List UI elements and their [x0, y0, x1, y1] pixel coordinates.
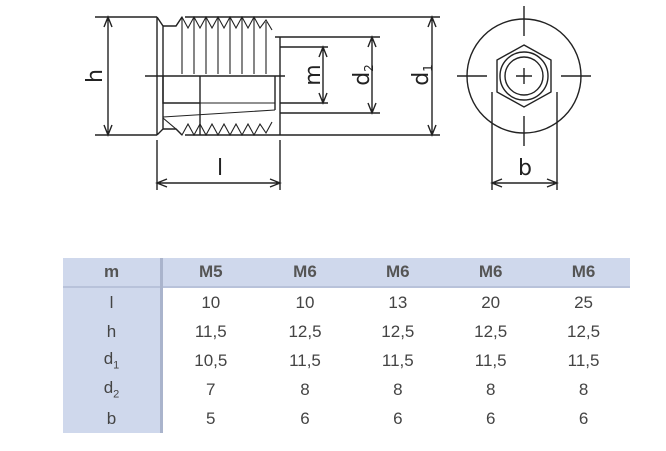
table-cell: 10,5	[194, 350, 228, 370]
d1-dimension	[427, 15, 437, 137]
table-cell: 11,5	[474, 350, 507, 370]
header-label: m	[63, 258, 163, 288]
row-label-text: h	[106, 321, 117, 341]
row-label: d1	[63, 346, 163, 375]
label-d2: d2	[350, 64, 376, 86]
table-cell: 7	[206, 379, 216, 399]
table-cell: 25	[574, 292, 593, 312]
table-cell: 12,5	[474, 321, 508, 341]
header-cell: M6	[351, 258, 445, 288]
table-cell: 8	[300, 379, 310, 399]
table-cell: 12,5	[288, 321, 322, 341]
label-l: l	[217, 156, 223, 181]
table-cell: 20	[481, 292, 501, 312]
table-cell: 8	[393, 379, 403, 399]
row-label-text: d	[103, 378, 114, 398]
table-row: d2 7 8 8 8 8	[63, 375, 630, 404]
table-cell: 11,5	[567, 350, 600, 370]
label-h: h	[83, 69, 108, 83]
row-label: b	[63, 404, 163, 433]
row-label: d2	[63, 375, 163, 404]
header-cell: M6	[444, 258, 538, 288]
table-cell: 12,5	[381, 321, 415, 341]
label-m: m	[301, 64, 326, 85]
table-row: h 11,5 12,5 12,5 12,5 12,5	[63, 317, 630, 346]
front-view	[457, 6, 591, 190]
table-row: d1 10,5 11,5 11,5 11,5 11,5	[63, 346, 630, 375]
m-dimension	[318, 45, 328, 105]
h-dimension	[103, 15, 113, 137]
header-cell: M6	[258, 258, 352, 288]
d2-dimension	[367, 35, 377, 115]
label-d1: d1	[409, 64, 435, 86]
table-cell: 6	[300, 408, 310, 428]
label-b: b	[518, 156, 532, 181]
row-label-subscript: 1	[113, 359, 120, 372]
row-label: l	[63, 287, 163, 317]
row-label-text: b	[106, 408, 117, 428]
header-cell: M5	[161, 258, 259, 288]
table-cell: 6	[485, 408, 496, 428]
table-cell: 6	[393, 408, 403, 428]
row-label-text: d	[103, 349, 114, 369]
thread-teeth	[162, 15, 276, 137]
table-cell: 8	[485, 379, 496, 399]
header-cell: M6	[537, 258, 630, 288]
table-cell: 11,5	[381, 350, 414, 370]
table-cell: 5	[206, 408, 216, 428]
threaded-insert-drawing: h l m d2 d1 b	[83, 6, 591, 190]
table-row: l 10 10 13 20 25	[63, 287, 630, 317]
table-cell: 13	[388, 292, 408, 312]
table-cell: 11,5	[194, 321, 227, 341]
table-cell: 10	[201, 292, 221, 312]
table-cell: 12,5	[567, 321, 601, 341]
row-label-text: l	[109, 292, 114, 312]
row-label-subscript: 2	[113, 388, 120, 401]
table-cell: 11,5	[289, 350, 321, 370]
table-cell: 10	[295, 292, 315, 312]
table-cell: 8	[578, 379, 589, 399]
table-row: b 5 6 6 6 6	[63, 404, 630, 433]
row-label: h	[63, 317, 163, 346]
b-dimension	[490, 92, 559, 190]
table-cell: 6	[578, 408, 589, 428]
side-view	[95, 15, 440, 190]
table-header-row: m M5 M6 M6 M6 M6	[63, 258, 630, 288]
l-dimension	[155, 140, 282, 190]
